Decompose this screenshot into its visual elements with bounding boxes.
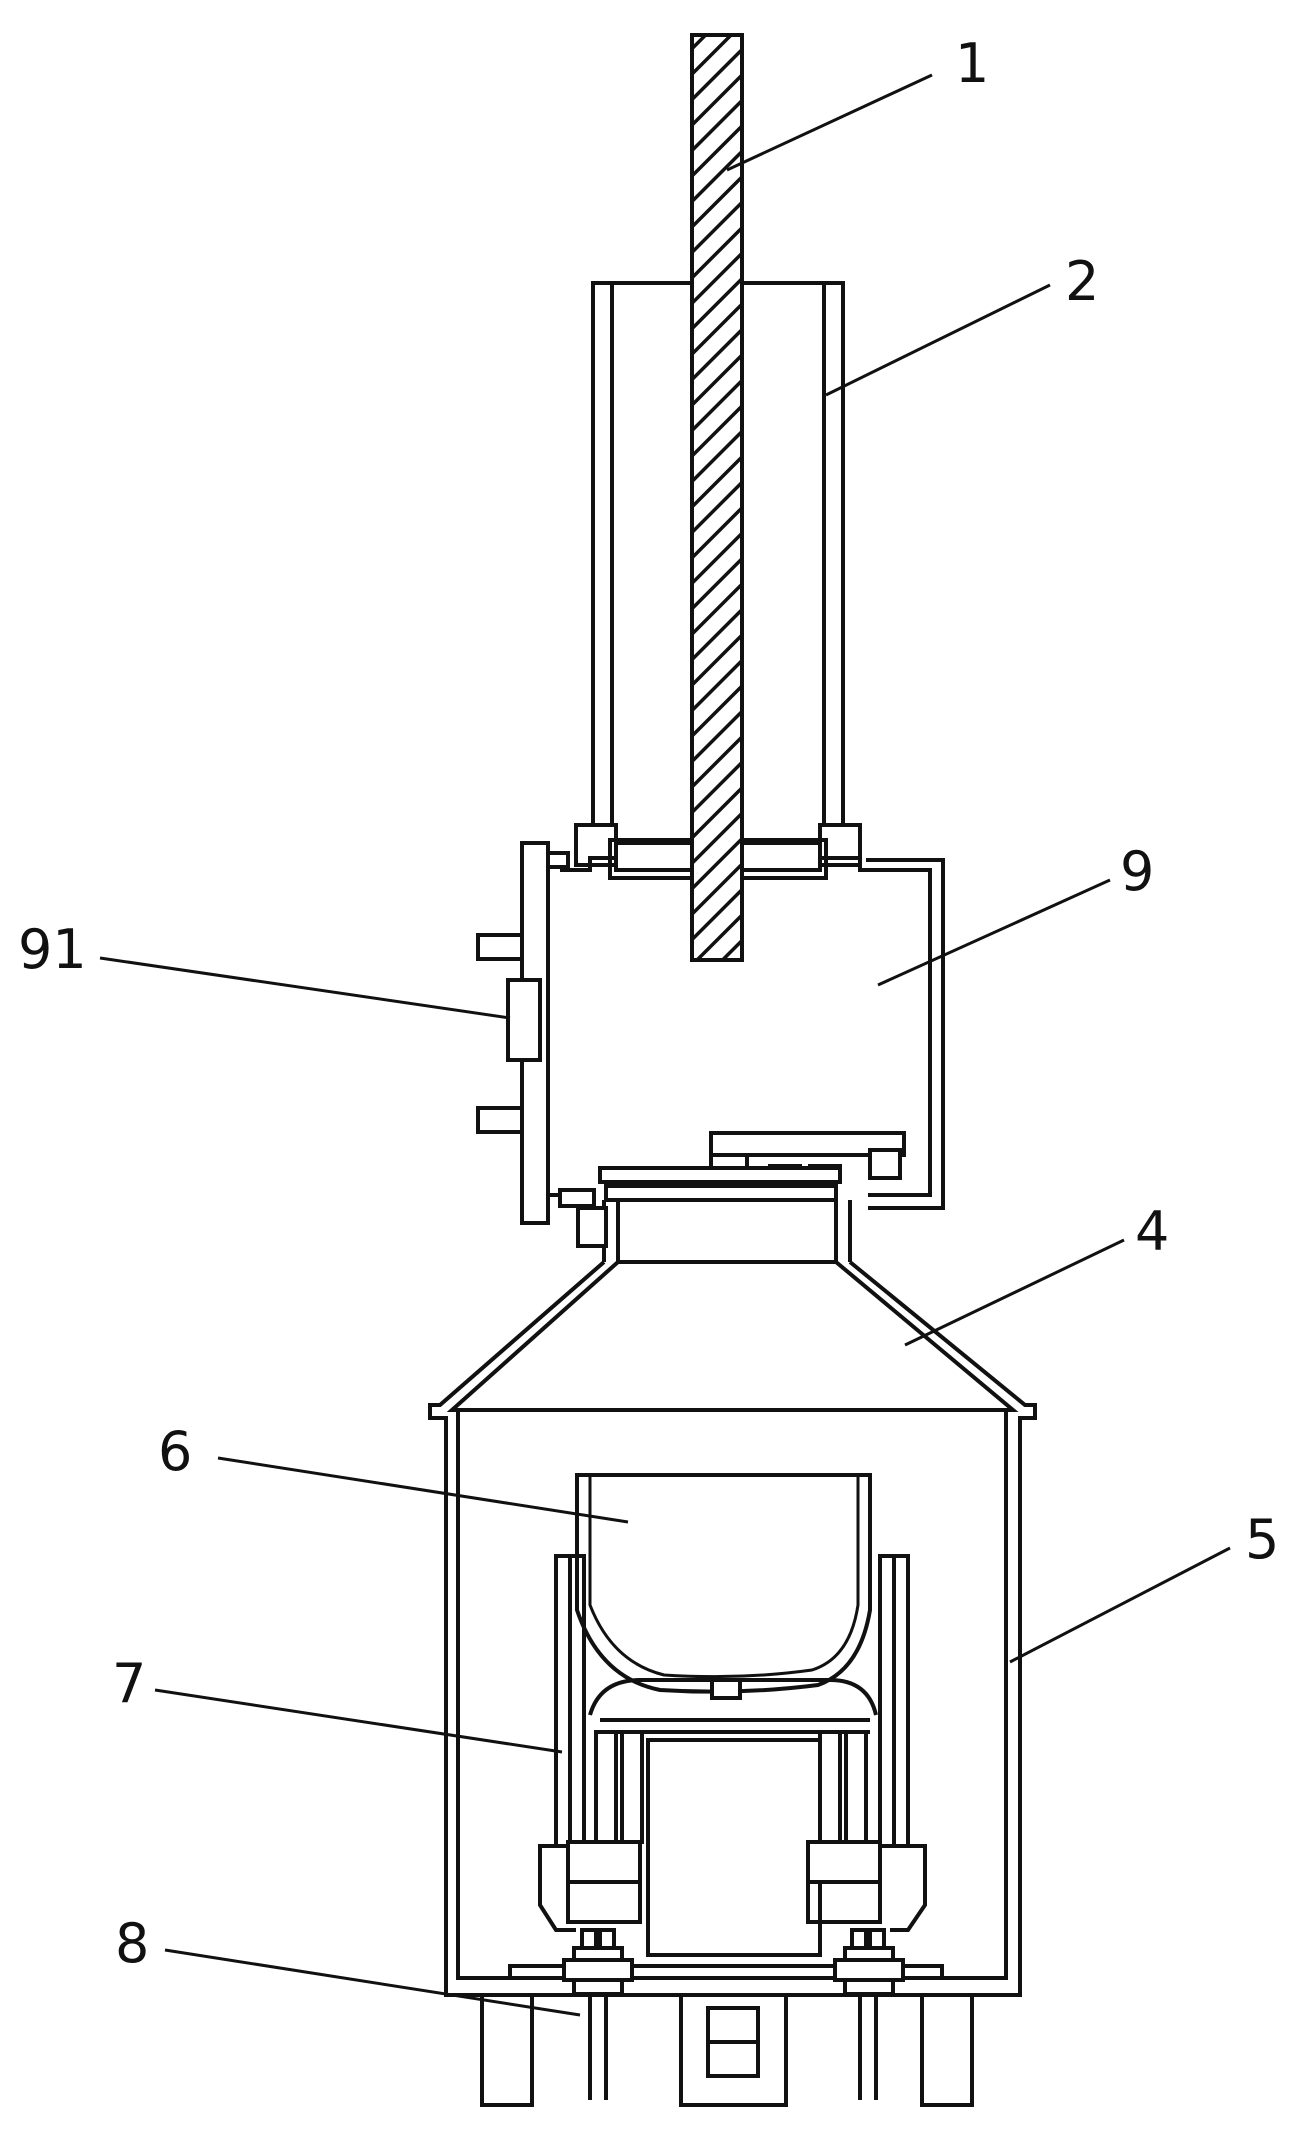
neck-and-cone [428, 1184, 1037, 1997]
label-1: 1 [955, 32, 989, 95]
label-9: 9 [1120, 840, 1154, 903]
chamber-9 [476, 841, 945, 1225]
label-6: 6 [158, 1420, 192, 1483]
label-2: 2 [1065, 250, 1099, 313]
support-frame [538, 1554, 927, 1957]
hatched-rod [690, 33, 744, 962]
valves-and-feet [480, 1928, 974, 2107]
label-5: 5 [1245, 1508, 1279, 1571]
leader-lines [99, 73, 1231, 2017]
label-91: 91 [18, 918, 87, 981]
label-8: 8 [115, 1912, 149, 1975]
label-4: 4 [1135, 1200, 1169, 1263]
label-7: 7 [112, 1652, 146, 1715]
part-labels: 1 2 9 91 4 6 5 7 8 [18, 32, 1279, 1975]
crucible [575, 1473, 872, 1694]
